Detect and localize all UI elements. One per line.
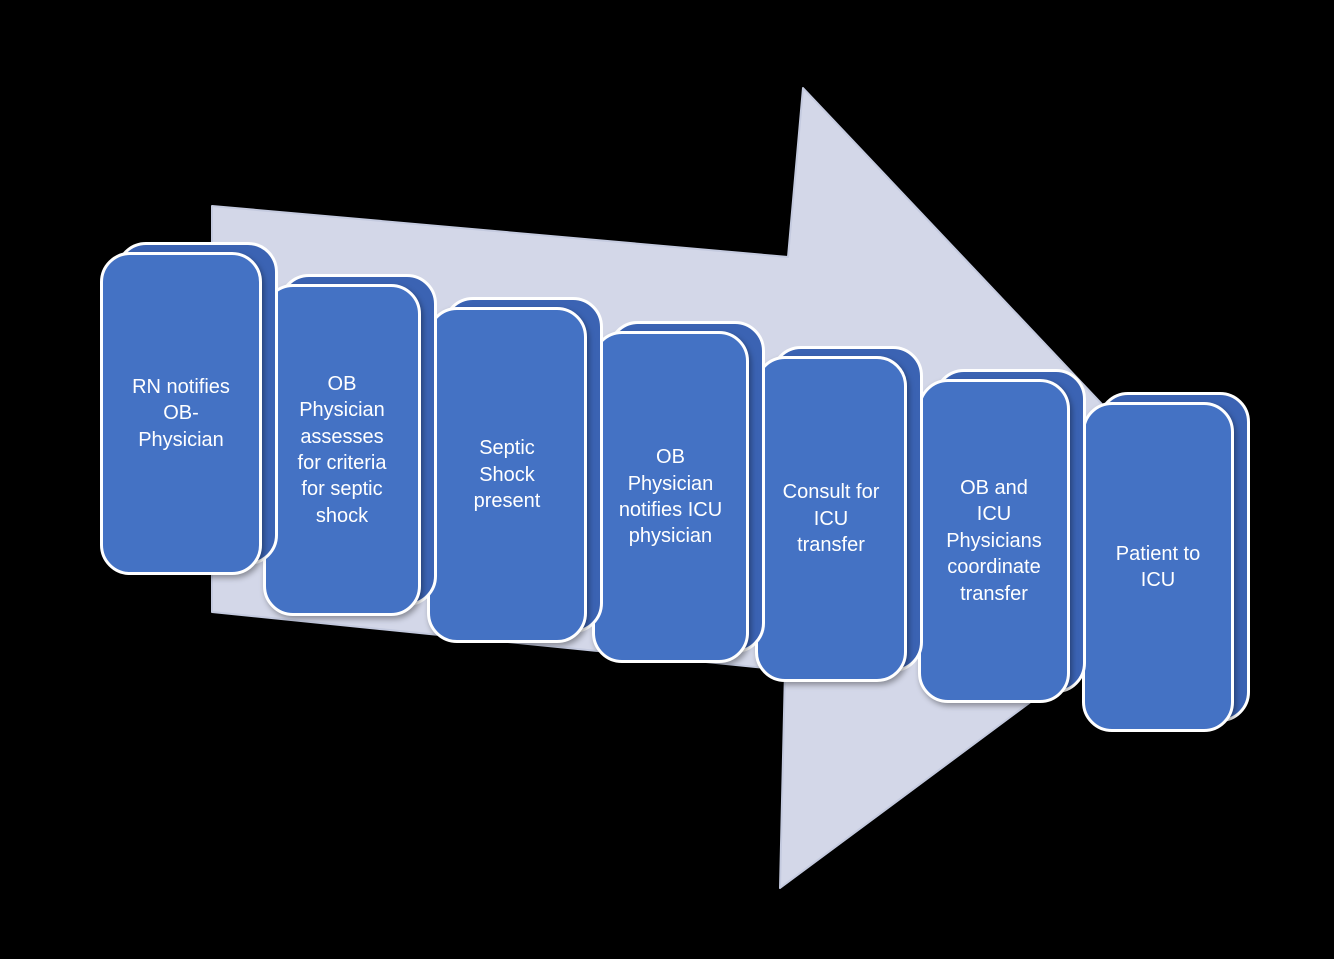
step-label: Septic Shock present	[473, 437, 541, 513]
step-card: Septic Shock present	[427, 307, 587, 643]
step-card: RN notifies OB-Physician	[100, 252, 262, 575]
step-label: OB Physician notifies ICU physician	[618, 446, 723, 548]
step-card: Patient to ICU	[1082, 402, 1234, 732]
step-card: OB Physician assesses for criteria for s…	[263, 284, 421, 616]
step-card: Consult for ICU transfer	[755, 356, 907, 682]
step-label: RN notifies OB-Physician	[132, 375, 230, 451]
step-ob-notifies-icu: OB Physician notifies ICU physician	[592, 321, 765, 663]
step-label: OB Physician assesses for criteria for s…	[297, 372, 387, 527]
step-septic-shock-present: Septic Shock present	[427, 297, 603, 643]
step-consult-icu-transfer: Consult for ICU transfer	[755, 346, 923, 682]
step-coordinate-transfer: OB and ICU Physicians coordinate transfe…	[918, 369, 1086, 703]
step-ob-physician-assesses: OB Physician assesses for criteria for s…	[263, 274, 437, 616]
step-rn-notifies-ob-physician: RN notifies OB-Physician	[100, 242, 278, 575]
step-label: Consult for ICU transfer	[782, 481, 880, 557]
step-patient-to-icu: Patient to ICU	[1082, 392, 1250, 732]
step-card: OB Physician notifies ICU physician	[592, 331, 749, 663]
step-card: OB and ICU Physicians coordinate transfe…	[918, 379, 1070, 703]
step-label: Patient to ICU	[1115, 542, 1201, 591]
step-label: OB and ICU Physicians coordinate transfe…	[946, 477, 1042, 605]
